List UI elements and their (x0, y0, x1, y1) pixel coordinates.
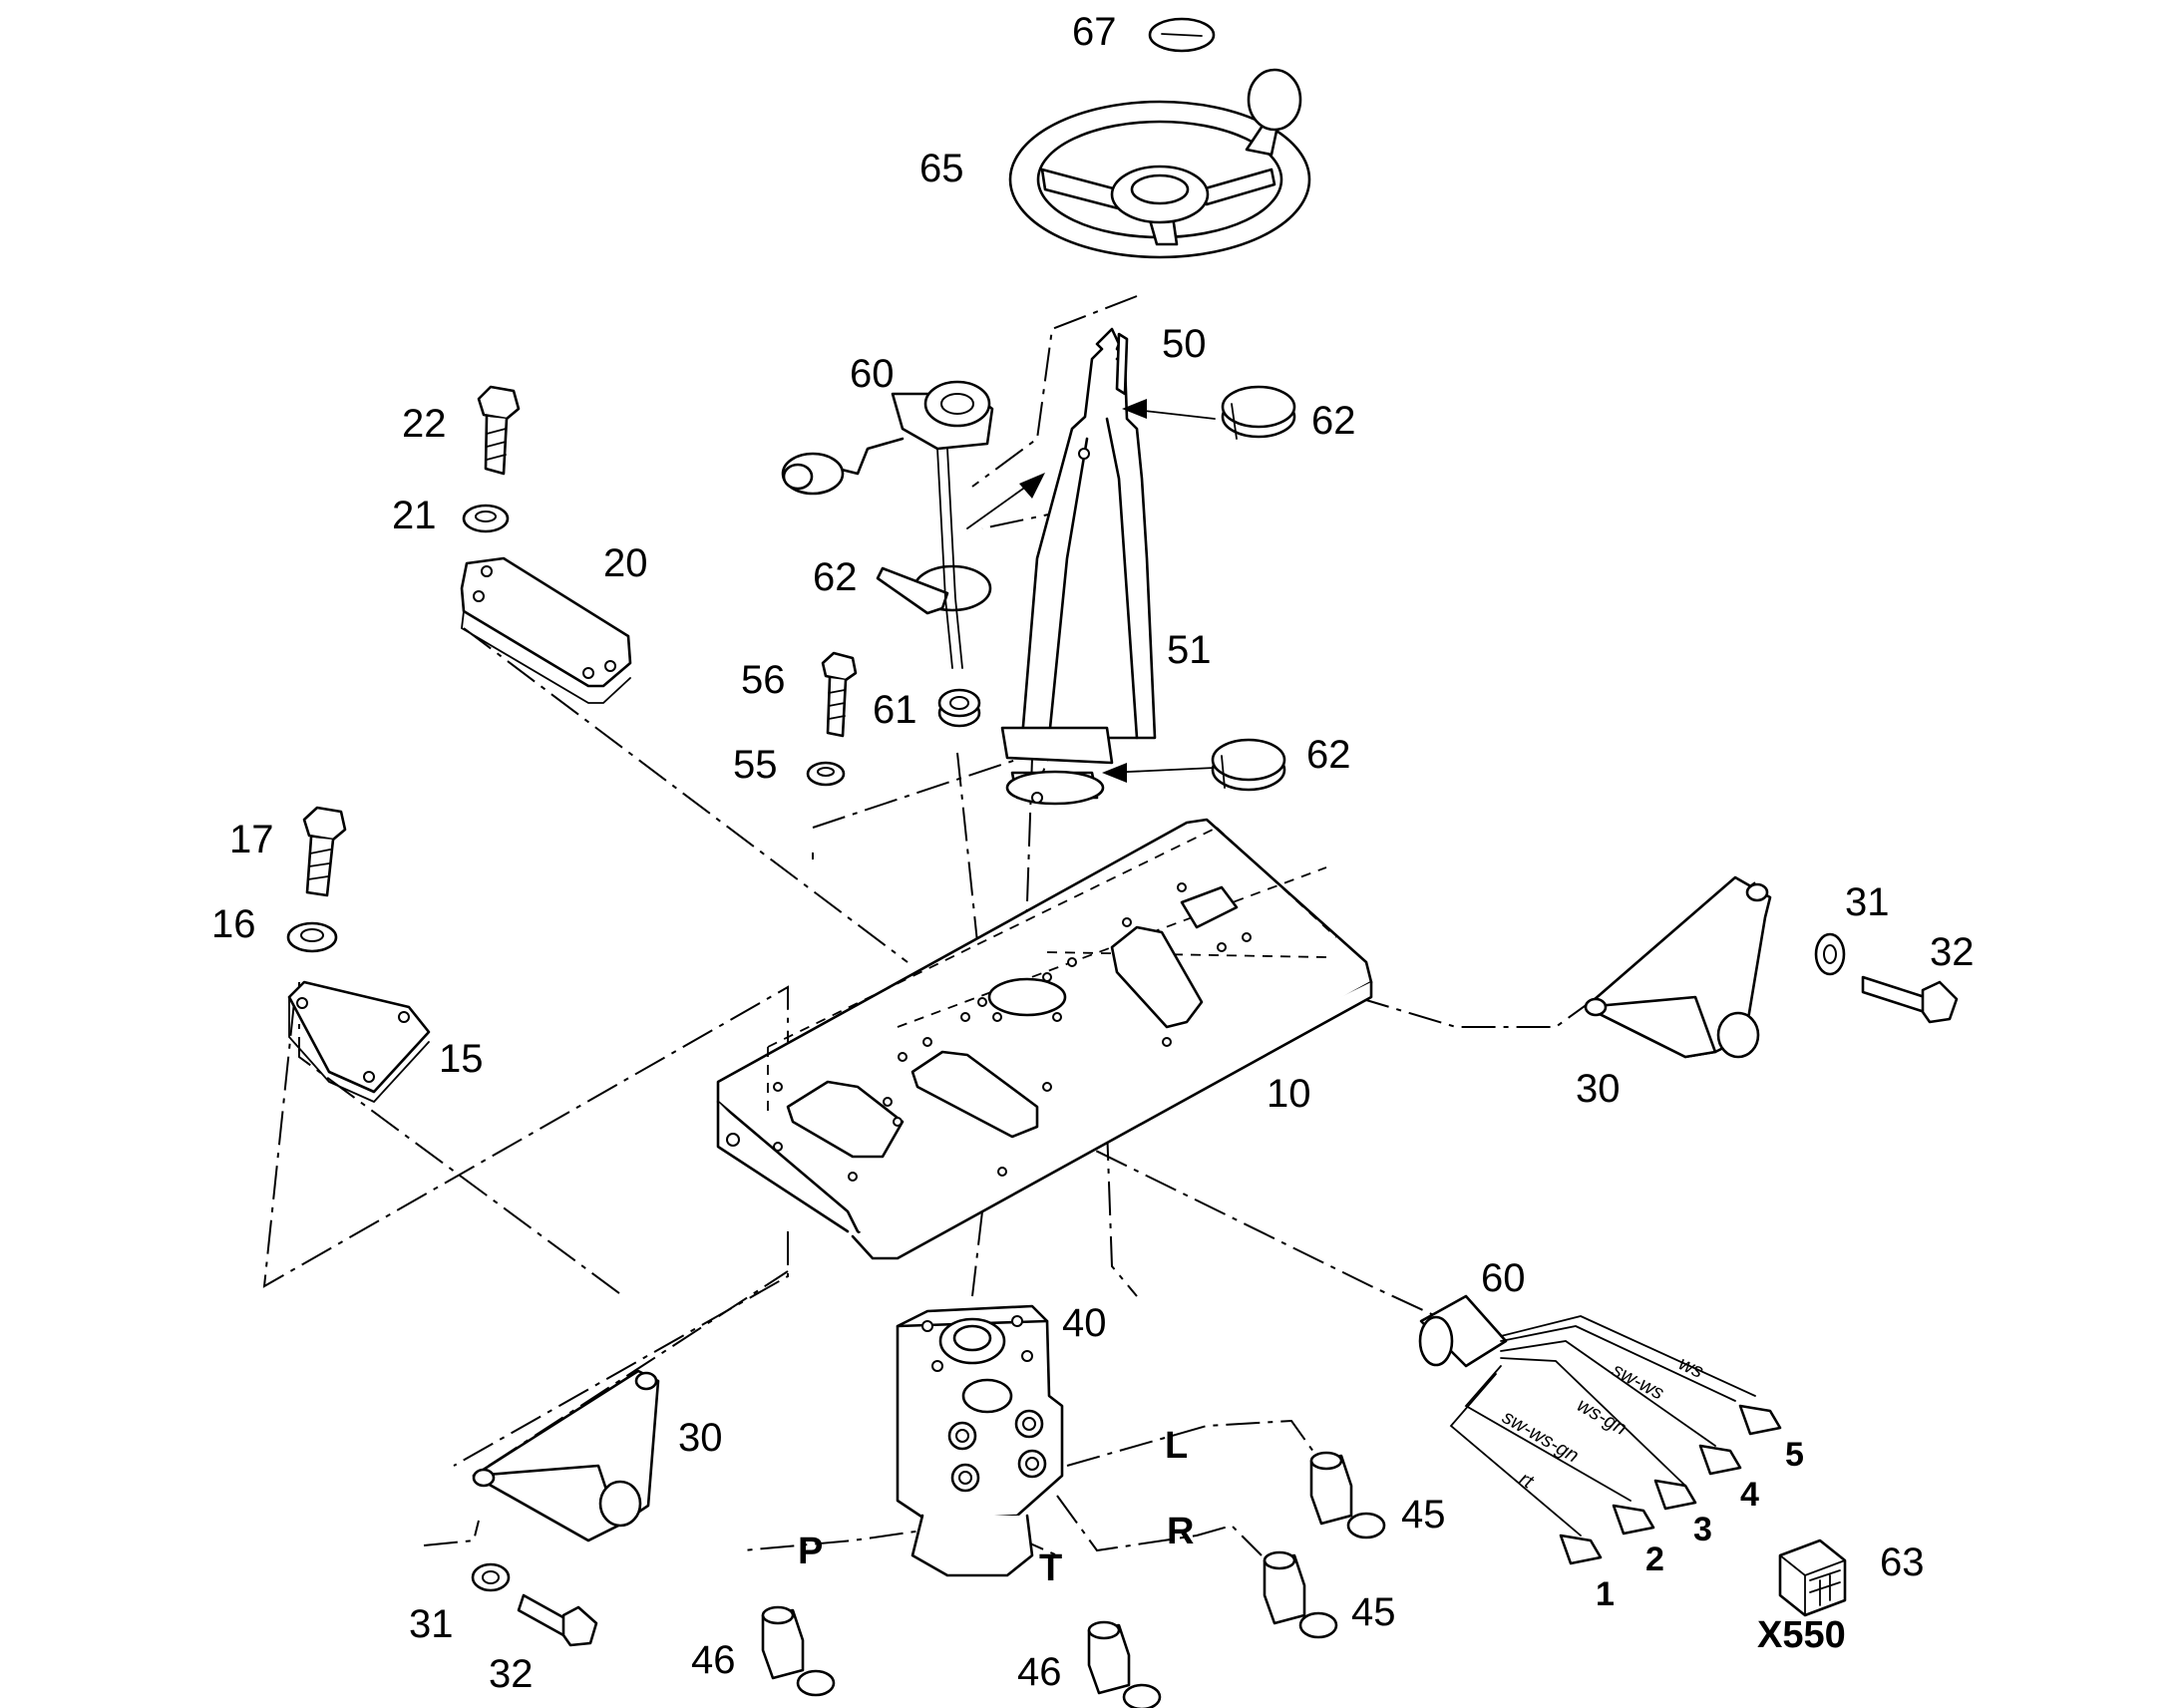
bolt-32-left (517, 1593, 598, 1647)
washer-31-right (1814, 932, 1846, 976)
column-switch (781, 380, 994, 669)
callout-46-left: 46 (691, 1638, 736, 1682)
callout-62-lower: 62 (1306, 733, 1351, 777)
wire-label-sw-ws-gn: sw-ws-gn (1499, 1406, 1583, 1467)
pin-label-4: 4 (1740, 1476, 1759, 1514)
washer-21 (462, 504, 510, 533)
callout-60-harness: 60 (1481, 1256, 1526, 1300)
callout-labels: 67 65 50 60 62 22 21 20 62 51 56 61 55 6… (211, 10, 1975, 1696)
hose-clamp-lower (1211, 738, 1286, 792)
callout-17: 17 (229, 818, 274, 861)
washer-31-left (471, 1562, 511, 1592)
bolt-56 (821, 651, 858, 738)
callout-10: 10 (1267, 1072, 1311, 1116)
port-labels: L R P T (798, 1425, 1194, 1589)
horn-cap (1148, 17, 1216, 53)
washer-55 (806, 761, 846, 787)
cable-tie-clamp (876, 564, 992, 615)
callout-32-left: 32 (489, 1652, 534, 1696)
hose-clamp-upper (1221, 385, 1296, 440)
bolt-22 (477, 385, 521, 476)
callout-22: 22 (402, 402, 447, 446)
callout-67: 67 (1072, 10, 1117, 54)
wire-label-rt: rt (1516, 1468, 1539, 1494)
callout-46-right: 46 (1017, 1650, 1062, 1694)
callout-40: 40 (1062, 1301, 1107, 1345)
fitting-45-lower (1263, 1550, 1338, 1639)
fitting-46-left (761, 1605, 836, 1697)
pin-label-3: 3 (1693, 1511, 1712, 1548)
callout-15: 15 (439, 1037, 484, 1081)
connector-63 (1778, 1538, 1847, 1617)
callout-55: 55 (733, 743, 778, 787)
callout-20: 20 (603, 541, 648, 585)
port-label-r: R (1167, 1511, 1194, 1552)
callout-45-upper: 45 (1401, 1493, 1446, 1537)
port-label-t: T (1039, 1547, 1062, 1589)
grommet (937, 688, 981, 728)
callout-56: 56 (741, 658, 786, 702)
port-label-p: P (798, 1531, 823, 1572)
bracket-30-right (1584, 875, 1772, 1059)
base-plate-10 (716, 818, 1373, 1260)
callout-60-switch: 60 (850, 352, 895, 396)
callout-45-lower: 45 (1351, 1590, 1396, 1634)
cover-plate-20 (460, 556, 632, 704)
base-plate-holes (773, 882, 1252, 1182)
wiring-harness (1418, 1294, 1782, 1565)
pin-label-1: 1 (1596, 1575, 1615, 1613)
callout-61: 61 (873, 688, 917, 732)
wire-label-ws-gn: ws-gn (1574, 1394, 1631, 1440)
bolt-32-right (1861, 975, 1959, 1024)
pin-labels: 5 4 3 2 1 (1596, 1436, 1804, 1613)
steering-wheel (1008, 68, 1311, 259)
fitting-46-right (1087, 1620, 1162, 1708)
callout-50: 50 (1162, 322, 1207, 366)
callout-31-left: 31 (409, 1602, 454, 1646)
plate-15 (287, 980, 431, 1104)
bolt-17 (302, 806, 347, 897)
callout-31-right: 31 (1845, 880, 1890, 924)
steering-column (1000, 327, 1157, 806)
fitting-45-upper (1309, 1451, 1386, 1539)
wire-label-ws: ws (1675, 1353, 1706, 1383)
callout-21: 21 (392, 494, 437, 537)
port-label-l: L (1165, 1425, 1188, 1467)
callout-62-cable-tie: 62 (813, 555, 858, 599)
callout-51: 51 (1167, 628, 1212, 672)
callout-30-left-text: 30 (678, 1416, 723, 1460)
bracket-30-left (472, 1369, 660, 1542)
callout-62-upper: 62 (1311, 399, 1356, 443)
callout-32-right: 32 (1930, 930, 1975, 974)
pin-label-5: 5 (1785, 1436, 1804, 1474)
pointer-arrows (966, 399, 1216, 783)
pin-label-2: 2 (1645, 1540, 1664, 1578)
callout-30-right: 30 (1576, 1067, 1621, 1111)
washer-16 (286, 921, 338, 953)
steering-unit-40 (896, 1304, 1064, 1577)
connector-code-label: X550 (1757, 1614, 1846, 1656)
callout-65: 65 (919, 147, 964, 190)
callout-16: 16 (211, 902, 256, 946)
callout-63: 63 (1880, 1540, 1925, 1584)
